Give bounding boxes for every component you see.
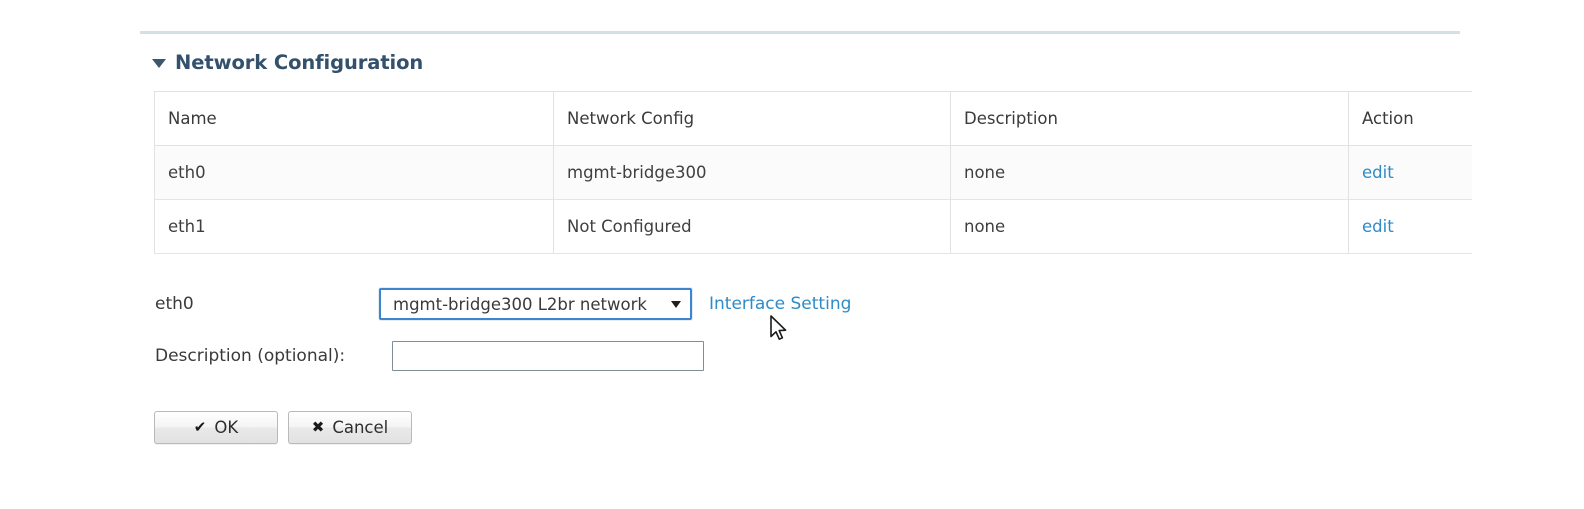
cell-network-config: Not Configured xyxy=(553,199,951,254)
cross-icon: ✖ xyxy=(311,418,325,436)
ok-button[interactable]: ✔ OK xyxy=(154,411,278,444)
interface-name-label: eth0 xyxy=(155,294,194,314)
description-label: Description (optional): xyxy=(155,346,346,366)
network-select-value: mgmt-bridge300 L2br network xyxy=(393,294,647,314)
cancel-button[interactable]: ✖ Cancel xyxy=(288,411,412,444)
page-title: Network Configuration xyxy=(175,50,424,74)
cancel-button-label: Cancel xyxy=(332,418,389,437)
cell-action: edit xyxy=(1348,145,1473,200)
column-header-network-config: Network Config xyxy=(553,91,951,146)
top-divider xyxy=(140,31,1460,34)
column-header-name: Name xyxy=(154,91,554,146)
table-header-row: Name Network Config Description Action xyxy=(154,91,1473,146)
column-header-action: Action xyxy=(1348,91,1473,146)
cell-description: none xyxy=(950,199,1349,254)
table-body: eth0 mgmt-bridge300 none edit eth1 Not C… xyxy=(154,145,1473,254)
edit-link[interactable]: edit xyxy=(1362,163,1394,182)
ok-button-label: OK xyxy=(214,418,239,437)
cell-description: none xyxy=(950,145,1349,200)
viewport-clip-mask xyxy=(1472,34,1584,264)
dialog-button-bar: ✔ OK ✖ Cancel xyxy=(154,411,412,444)
interface-setting-link[interactable]: Interface Setting xyxy=(709,294,852,314)
cell-action: edit xyxy=(1348,199,1473,254)
table-row: eth0 mgmt-bridge300 none edit xyxy=(154,145,1473,200)
cell-name: eth0 xyxy=(154,145,554,200)
check-icon: ✔ xyxy=(193,418,207,436)
chevron-down-icon xyxy=(671,300,681,308)
column-header-description: Description xyxy=(950,91,1349,146)
description-row: Description (optional): xyxy=(155,341,704,371)
caret-down-icon[interactable] xyxy=(152,59,166,68)
cell-name: eth1 xyxy=(154,199,554,254)
interface-config-row: eth0 mgmt-bridge300 L2br network Interfa… xyxy=(155,288,851,320)
network-configuration-table: Name Network Config Description Action e… xyxy=(154,91,1473,254)
table-row: eth1 Not Configured none edit xyxy=(154,199,1473,254)
cell-network-config: mgmt-bridge300 xyxy=(553,145,951,200)
table-header: Name Network Config Description Action xyxy=(154,91,1473,146)
description-input[interactable] xyxy=(392,341,704,371)
edit-link[interactable]: edit xyxy=(1362,217,1394,236)
network-select[interactable]: mgmt-bridge300 L2br network xyxy=(379,288,692,320)
section-header-network-configuration[interactable]: Network Configuration xyxy=(152,48,423,76)
